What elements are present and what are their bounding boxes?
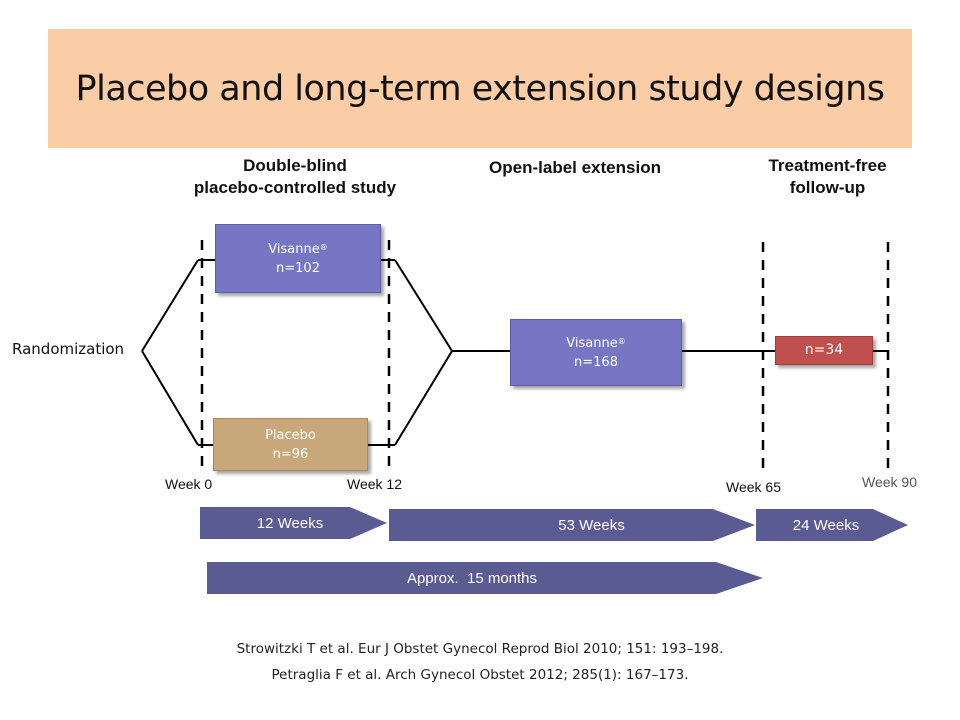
- placebo-arm-box: Placebo n=96: [213, 418, 368, 471]
- placebo-arm-count: n=96: [272, 446, 309, 462]
- arrow-53-weeks: [389, 509, 755, 541]
- split-line-upper: [141, 259, 199, 352]
- placebo-arm-name: Placebo: [265, 427, 316, 443]
- extension-visanne-name: Visanne®: [566, 335, 626, 351]
- duration-24-weeks: 24 Weeks: [792, 516, 860, 534]
- extension-visanne-count: n=168: [574, 354, 618, 370]
- followup-box: n=34: [775, 336, 873, 365]
- week12-label: Week 12: [347, 476, 402, 492]
- arrow-12-weeks: [200, 507, 387, 539]
- reference-1: Strowitzki T et al. Eur J Obstet Gynecol…: [236, 641, 724, 657]
- title-banner: [48, 29, 912, 148]
- phase-follow-up-line1: Treatment-free: [768, 156, 887, 175]
- duration-53-weeks: 53 Weeks: [558, 516, 625, 534]
- merge-line-upper: [394, 259, 453, 352]
- visanne-arm-name: Visanne®: [268, 241, 328, 257]
- visanne-arm-count: n=102: [276, 260, 320, 276]
- duration-12-weeks: 12 Weeks: [256, 514, 324, 532]
- phase-follow-up: Treatment-free follow-up: [730, 155, 925, 199]
- week90-label: Week 90: [862, 474, 917, 490]
- duration-total: Approx. 15 months: [406, 569, 538, 587]
- phase-double-blind: Double-blind placebo-controlled study: [170, 155, 420, 199]
- extension-visanne-box: Visanne® n=168: [510, 319, 682, 386]
- arrow-total-duration: [207, 562, 763, 594]
- randomization-label: Randomization: [12, 340, 125, 358]
- merge-line-lower: [394, 350, 453, 446]
- followup-count: n=34: [804, 342, 844, 358]
- arrow-24-weeks: [756, 509, 908, 541]
- reference-2: Petraglia F et al. Arch Gynecol Obstet 2…: [271, 667, 689, 683]
- week65-label: Week 65: [726, 479, 781, 495]
- phase-open-label: Open-label extension: [489, 158, 661, 177]
- visanne-arm-box: Visanne® n=102: [215, 224, 381, 293]
- week0-label: Week 0: [165, 476, 213, 492]
- phase-double-blind-line1: Double-blind: [243, 156, 347, 175]
- slide-title: Placebo and long-term extension study de…: [75, 68, 886, 109]
- phase-follow-up-line2: follow-up: [789, 178, 866, 197]
- phase-double-blind-line2: placebo-controlled study: [193, 178, 397, 197]
- split-line-lower: [141, 350, 199, 446]
